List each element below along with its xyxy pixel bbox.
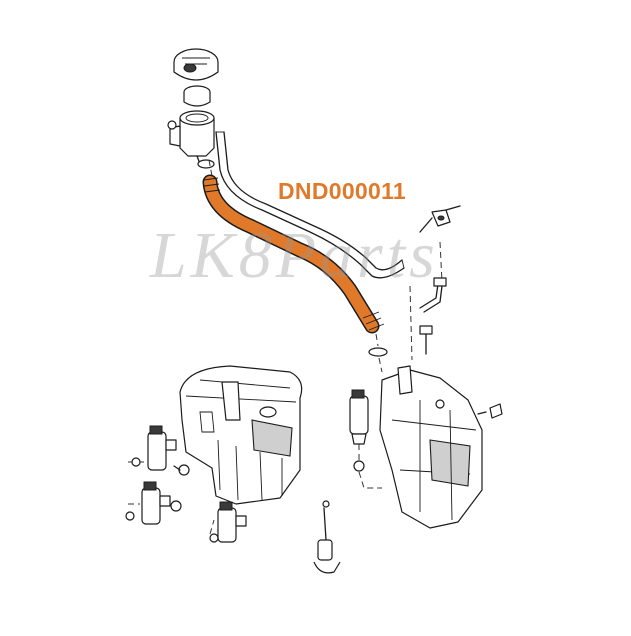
o-ring-top	[197, 159, 215, 169]
filler-cap	[173, 48, 219, 81]
guide-line	[208, 159, 213, 177]
part-number-label: DND000011	[278, 178, 407, 204]
hose-clip	[419, 205, 461, 233]
bolt-top	[419, 325, 433, 355]
o-ring-lower	[368, 347, 388, 357]
breather-tube	[215, 131, 405, 279]
watermark-text: LK8Parts	[150, 219, 439, 292]
bolt-right	[477, 403, 503, 419]
highlighted-hose	[202, 174, 385, 334]
washer-reservoir-main	[179, 365, 303, 505]
filler-neck	[167, 110, 215, 165]
elbow-connector	[419, 277, 447, 313]
washer-pump-3	[209, 501, 247, 543]
guide-line	[409, 241, 443, 361]
cap-seal	[183, 85, 211, 107]
level-sensor	[313, 500, 341, 574]
washer-pump-1	[131, 425, 190, 476]
guide-line	[128, 461, 215, 535]
washer-pump-centre	[349, 389, 382, 489]
washer-pump-2	[125, 481, 182, 525]
guide-line	[358, 444, 382, 489]
washer-reservoir-secondary	[379, 365, 483, 529]
guide-line	[375, 333, 383, 373]
